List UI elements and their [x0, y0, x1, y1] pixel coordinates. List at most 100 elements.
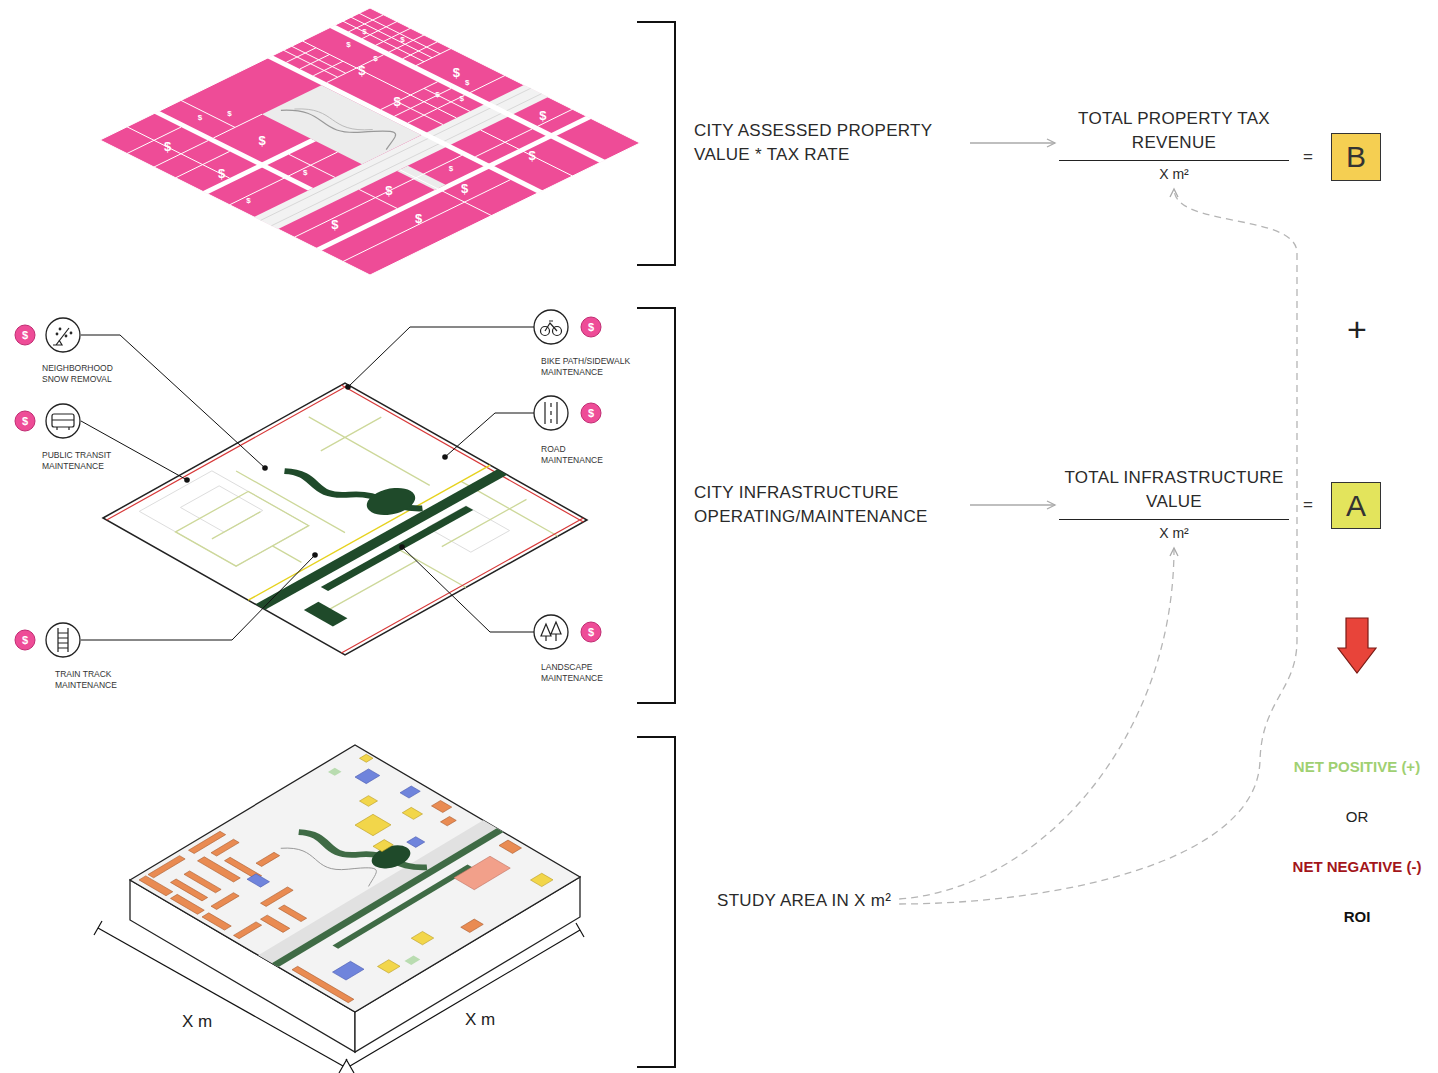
study-area-map-part-part — [441, 816, 457, 825]
leader-line — [81, 327, 534, 640]
node-text: STUDY AREA IN X m² — [717, 889, 891, 913]
study-area-map-part-part — [211, 839, 239, 856]
section-bracket-part — [637, 737, 675, 1067]
icon-caption: TRAIN TRACK MAINTENANCE — [55, 669, 130, 691]
node-text: CITY ASSESSED PROPERTY VALUE * TAX RATE — [694, 119, 966, 167]
infrastructure-value-fraction: TOTAL INFRASTRUCTURE VALUEX m² — [1059, 466, 1289, 542]
node-text: TOTAL INFRASTRUCTURE VALUE — [1059, 466, 1289, 520]
study-area-map-part — [333, 864, 474, 948]
parcel-dollar-sign: $ — [164, 140, 171, 154]
maintenance-icon-part — [46, 404, 80, 438]
icon-glyph-part — [58, 628, 68, 652]
study-area-map-part-part — [360, 754, 374, 762]
study-area-map-part — [130, 745, 580, 1012]
formula-input-text: CITY ASSESSED PROPERTY VALUE * TAX RATE — [694, 119, 966, 167]
dimension-label: X m — [182, 1013, 212, 1032]
parcel-dollar-sign: $ — [528, 149, 535, 163]
icon-glyph-part — [65, 335, 67, 337]
parcel-dollar-sign: $ — [303, 169, 307, 178]
icon-glyph-part — [70, 332, 72, 334]
section-bracket-part — [637, 308, 675, 703]
leader-line-part — [81, 335, 265, 468]
study-area-map-part-part — [247, 874, 270, 887]
study-area-map-part-part — [378, 960, 401, 973]
section-bracket — [637, 22, 675, 1067]
parcel-dollar-sign: $ — [539, 109, 546, 123]
equals-sign: = — [1303, 496, 1313, 515]
property-parcel-map-part — [281, 93, 408, 156]
dashed-connector — [899, 548, 1174, 899]
leader-dot-part — [262, 465, 268, 471]
leader-dot-part — [184, 477, 190, 483]
infrastructure-map-part — [321, 506, 473, 591]
study-area-map-part — [180, 765, 542, 980]
maintenance-icon-part — [534, 396, 568, 430]
cost-badge-sign: $ — [588, 626, 594, 638]
parcel-dollar-sign: $ — [465, 79, 469, 88]
infrastructure-map-part — [304, 602, 348, 627]
study-area-map-part-part — [202, 913, 231, 930]
cost-badge-sign: $ — [588, 407, 594, 419]
node-text: A — [1346, 489, 1366, 523]
maintenance-icon-part — [534, 310, 568, 344]
cost-badge-part — [581, 622, 601, 642]
node-subtext: X m² — [1059, 520, 1289, 542]
parcel-dollar-sign: $ — [227, 110, 231, 119]
maintenance-icon-part — [46, 623, 80, 657]
parcel-dollar-sign: $ — [435, 91, 439, 100]
property-parcel-map-part — [294, 100, 372, 139]
leader-line-part — [402, 547, 534, 632]
parcel-dollar-sign: $ — [415, 212, 422, 226]
study-area-map-part-part — [461, 919, 484, 932]
cost-badge — [15, 317, 601, 650]
study-area-map-part-part — [405, 956, 421, 965]
flow-arrow — [970, 142, 1055, 143]
study-area-map-part-part — [373, 840, 393, 852]
infrastructure-map — [103, 383, 587, 655]
study-area-map-part — [299, 812, 427, 888]
parcel-dollar-sign: $ — [400, 36, 404, 45]
study-area-map-part-part — [531, 873, 554, 886]
icon-glyph — [52, 321, 562, 652]
study-area-map-part-part — [256, 852, 280, 866]
parcel-dollar-sign: $ — [393, 94, 400, 108]
study-area-map-part — [454, 856, 510, 889]
parcel-dollar-sign: $ — [246, 196, 250, 205]
dashed-connector — [899, 189, 1297, 904]
cost-badge-part — [581, 403, 601, 423]
infrastructure-map-part — [357, 482, 425, 520]
cost-badge-part — [581, 317, 601, 337]
result-box: A — [1331, 482, 1381, 529]
maintenance-icon-part — [46, 318, 80, 352]
formula-input-text: CITY INFRASTRUCTURE OPERATING/MAINTENANC… — [694, 481, 966, 529]
tax-revenue-fraction: TOTAL PROPERTY TAX REVENUEX m² — [1059, 107, 1289, 183]
study-area-map-part-part — [411, 931, 434, 944]
study-area-text: STUDY AREA IN X m² — [717, 889, 891, 913]
parcel-dollar-sign: $ — [449, 164, 453, 173]
study-area-map-part-part — [261, 887, 294, 907]
cost-badge-part — [15, 411, 35, 431]
cost-badge-part — [15, 325, 35, 345]
dimension-line-part — [350, 930, 580, 1066]
leader-dot-part — [312, 552, 318, 558]
study-area-map-part — [193, 754, 567, 975]
study-area-map-part-part — [279, 905, 307, 922]
study-area-map-part-part — [360, 796, 378, 807]
parcel-dollar-sign: $ — [461, 182, 468, 196]
property-parcel-map — [100, 8, 640, 275]
parcel-dollar-sign: $ — [218, 167, 225, 181]
parcel-dollar-sign: $ — [346, 41, 350, 50]
parcel-dollar-sign: $ — [453, 65, 460, 79]
study-area-map-part-part — [432, 801, 452, 813]
icon-glyph-part — [53, 328, 69, 345]
parcel-dollar-sign: $ — [373, 54, 377, 63]
study-area-map-part-part — [355, 814, 391, 835]
node-text: TOTAL PROPERTY TAX REVENUE — [1059, 107, 1289, 161]
infrastructure-map-part — [103, 383, 587, 655]
icon-glyph-part — [56, 333, 58, 335]
study-area-map-part-part — [355, 769, 380, 784]
study-area-map-part — [258, 820, 503, 967]
cost-badge-sign: $ — [22, 634, 28, 646]
study-area-map-part-part — [402, 807, 422, 819]
